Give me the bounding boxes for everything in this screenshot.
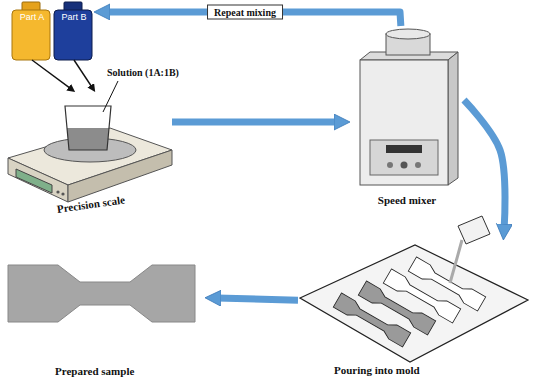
process-step: Part A bbox=[12, 2, 52, 60]
mixer-side bbox=[448, 52, 458, 185]
step-caption: Pouring into mold bbox=[334, 364, 420, 376]
mixer-panel bbox=[370, 140, 438, 175]
mold bbox=[300, 216, 528, 362]
mixer-display bbox=[386, 145, 422, 153]
step-caption: Speed mixer bbox=[350, 194, 464, 206]
solution-liquid bbox=[67, 128, 109, 150]
flow-arrow bbox=[172, 118, 338, 125]
pour-arrow bbox=[32, 60, 70, 88]
mixer-body bbox=[360, 60, 448, 185]
bottle-b bbox=[54, 2, 92, 60]
precision-scale bbox=[8, 81, 172, 202]
bottle-label: Part B bbox=[54, 12, 94, 22]
process-step: Precision scale bbox=[5, 92, 172, 222]
mixer-button bbox=[415, 162, 421, 168]
callout-label: Solution (1A:1B) bbox=[106, 67, 180, 78]
mold-plate bbox=[300, 245, 528, 362]
scale-display bbox=[16, 169, 52, 193]
beaker bbox=[65, 106, 111, 150]
flow-arrow bbox=[217, 298, 298, 300]
scale-button bbox=[61, 192, 64, 195]
leader-line bbox=[103, 81, 118, 112]
process-step: Pouring into mold bbox=[298, 240, 533, 380]
mixer-button bbox=[387, 162, 393, 168]
pour-stream bbox=[450, 240, 462, 283]
flow-arrow bbox=[464, 100, 505, 228]
step-caption: Precision scale bbox=[56, 194, 126, 215]
mold-cavity bbox=[408, 257, 485, 311]
mixer-lid bbox=[386, 29, 430, 39]
bottle-a bbox=[12, 2, 50, 60]
prepared-sample bbox=[8, 265, 195, 322]
bottle-label: Part A bbox=[12, 12, 52, 22]
step-caption: Prepared sample bbox=[55, 365, 134, 377]
pour-arrow bbox=[74, 60, 92, 87]
edge-label: Repeat mixing bbox=[207, 5, 283, 20]
speed-mixer bbox=[360, 29, 458, 185]
scale-front bbox=[8, 158, 68, 202]
scale-button bbox=[56, 190, 59, 193]
mixer-button bbox=[401, 162, 408, 169]
process-step: Speed mixer bbox=[350, 26, 464, 211]
pouring-cup bbox=[458, 216, 490, 244]
process-step: Part B bbox=[54, 2, 94, 60]
process-step: Prepared sample bbox=[5, 258, 205, 380]
